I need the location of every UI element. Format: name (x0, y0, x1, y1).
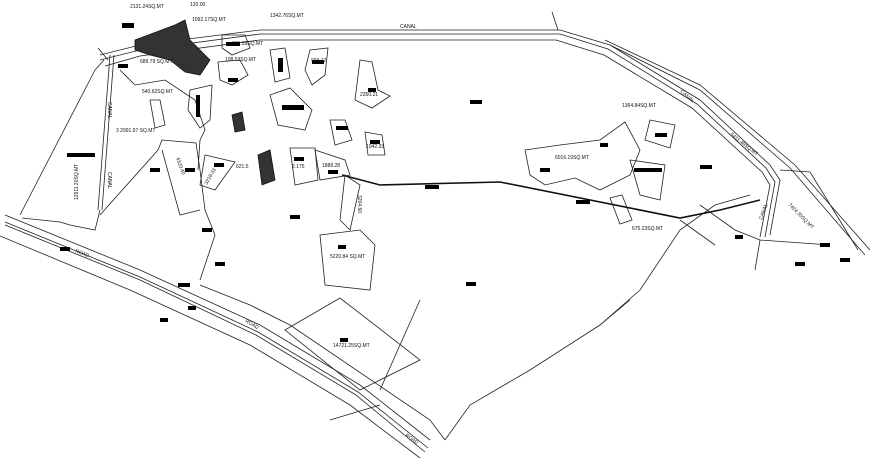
area-label: 120.00 (190, 2, 206, 8)
area-label: 1342.76SQ.MT (270, 13, 304, 19)
area-label: 12911.20SQ.MT (74, 164, 80, 200)
area-label: 2350.21 (360, 92, 378, 98)
canal-label: CANAL (679, 89, 696, 104)
area-label: 3219.33 (204, 167, 218, 186)
area-label: 108.53SQ.MT (225, 57, 256, 63)
canal-label: CANAL (106, 102, 112, 119)
canal-label: CANAL (758, 203, 769, 221)
canal-label: CANAL (400, 24, 417, 30)
area-label: 689.79 SQ.MT (140, 59, 173, 65)
plot-islands (149, 34, 676, 291)
area-label: 1092.17SQ.MT (192, 17, 226, 23)
hatched-areas (134, 19, 276, 186)
area-label: 1364.84SQ.MT (622, 103, 656, 109)
area-label: 6016.19SQ.MT (555, 155, 589, 161)
area-label: 1042.33 (366, 144, 384, 150)
area-label: 14721.25SQ.MT (333, 343, 370, 349)
area-label: 355.39SQ.MT (232, 41, 263, 47)
area-label: 2131.24SQ.MT (130, 4, 164, 10)
label-tags (60, 23, 850, 342)
canal-top (99, 11, 870, 256)
road-label: ROAD (404, 433, 420, 446)
area-label: 3 2991.97 SQ.MT (116, 128, 155, 134)
feature-labels: CANAL CANAL CANAL CANAL CANAL ROAD ROAD … (74, 24, 769, 446)
parcel-boundaries (19, 69, 831, 441)
area-label: 2.175 (292, 164, 305, 170)
area-label: 675.23SQ.MT (632, 226, 663, 232)
canal-left (94, 47, 115, 211)
area-label: 7424.35SQ.MT (787, 202, 815, 230)
area-labels: 2131.24SQ.MT 120.00 1092.17SQ.MT 1342.76… (74, 2, 815, 349)
area-label: 923.12 (311, 58, 327, 64)
area-label: 4320.40 (174, 157, 186, 176)
road (0, 214, 446, 458)
center-line (341, 174, 761, 219)
area-label: 1888.28 (322, 163, 340, 169)
area-label: 5411.46SQ.MT (729, 132, 759, 157)
road-label: ROAD (74, 248, 90, 259)
area-label: 621.5 (236, 164, 249, 170)
area-label: 5220.84 SQ.MT (330, 254, 365, 260)
canal-label: CANAL (106, 172, 112, 189)
area-label: 3204.60 (356, 195, 362, 213)
area-label: 540.62SQ.MT (142, 89, 173, 95)
